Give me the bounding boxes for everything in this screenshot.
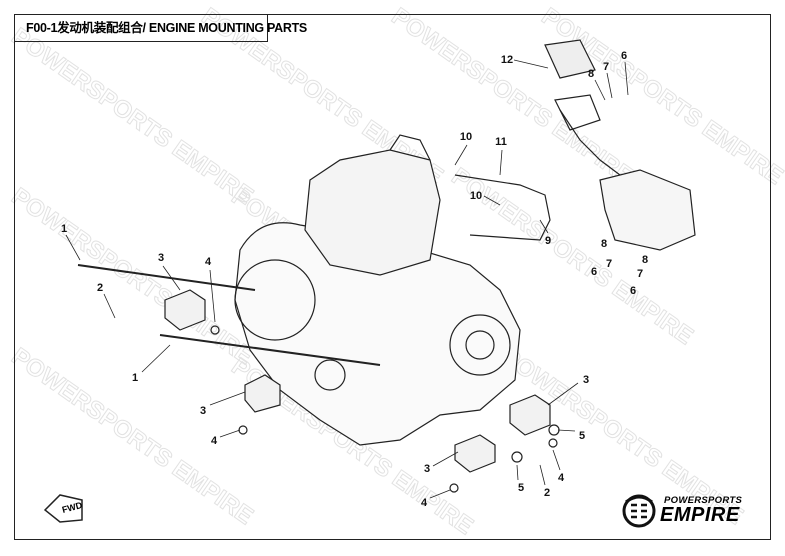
- callout-10: 10: [469, 190, 483, 202]
- breather-hose: [559, 109, 621, 176]
- callout-4: 4: [210, 435, 218, 447]
- callout-6: 6: [620, 50, 628, 62]
- callout-4: 4: [204, 256, 212, 268]
- callout-7: 7: [636, 268, 644, 280]
- bracket-3-a: [164, 289, 206, 331]
- callout-7: 7: [605, 258, 613, 270]
- bracket-3-c: [509, 394, 551, 436]
- bracket-3-b: [244, 374, 281, 413]
- callout-11: 11: [495, 136, 507, 148]
- bracket-3-d: [454, 434, 496, 473]
- throttle-body: [389, 134, 431, 161]
- logo-empire: EMPIRE: [660, 504, 740, 526]
- callout-12: 12: [500, 54, 514, 66]
- duct-12: [544, 39, 596, 79]
- drawing-frame: [14, 14, 771, 540]
- callout-10: 10: [459, 131, 473, 143]
- callout-3: 3: [199, 405, 207, 417]
- callout-1: 1: [131, 372, 139, 384]
- callout-3: 3: [582, 374, 590, 386]
- nut-4: [210, 325, 220, 335]
- callout-2: 2: [543, 487, 551, 499]
- page-title: F00-1发动机装配组合/ ENGINE MOUNTING PARTS: [14, 14, 307, 42]
- bolt-1-upper: [77, 264, 256, 291]
- nut-5: [548, 424, 560, 436]
- engine-cylinder-head: [304, 149, 441, 276]
- hose-9: [454, 174, 551, 241]
- bolt-1-lower: [159, 334, 381, 366]
- fwd-arrow-icon: [43, 494, 83, 523]
- flywheel-cover: [234, 259, 316, 341]
- callout-4: 4: [420, 497, 428, 509]
- callout-4: 4: [557, 472, 565, 484]
- logo-powersports: POWERSPORTS: [664, 495, 743, 506]
- callout-6: 6: [629, 285, 637, 297]
- callout-9: 9: [544, 235, 552, 247]
- callout-3: 3: [157, 252, 165, 264]
- callout-7: 7: [602, 61, 610, 73]
- callout-3: 3: [423, 463, 431, 475]
- callout-1: 1: [60, 223, 68, 235]
- clutch-cover: [449, 314, 511, 376]
- callout-5: 5: [578, 430, 586, 442]
- callout-6: 6: [590, 266, 598, 278]
- air-box: [599, 169, 696, 251]
- callout-8: 8: [641, 254, 649, 266]
- callout-5: 5: [517, 482, 525, 494]
- callout-8: 8: [587, 68, 595, 80]
- brand-logo: POWERSPORTS EMPIRE: [620, 492, 765, 528]
- empire-emblem-icon: [622, 494, 656, 528]
- callout-8: 8: [600, 238, 608, 250]
- callout-2: 2: [96, 282, 104, 294]
